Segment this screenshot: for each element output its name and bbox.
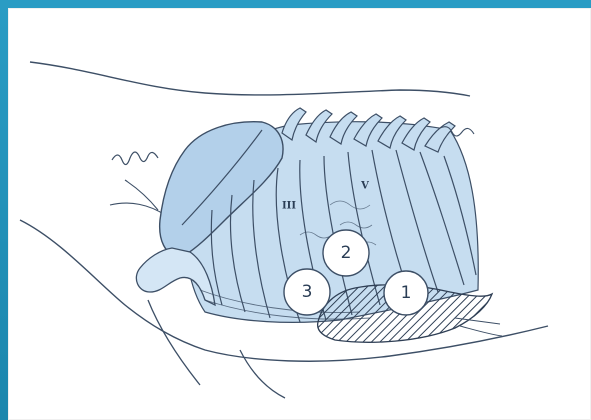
rib-label-iii: III (282, 201, 296, 212)
neck-fold (110, 180, 165, 215)
body-outline-back (30, 62, 470, 96)
marker-3-label: 3 (302, 282, 313, 302)
illustration-panel: III V 1 2 3 (8, 8, 591, 420)
marker-1: 1 (384, 271, 428, 315)
thorax-illustration: III V 1 2 3 (8, 8, 591, 420)
marker-3: 3 (284, 269, 330, 315)
marker-2-label: 2 (341, 243, 352, 263)
vessel-scribble-left (112, 152, 158, 165)
rib-label-v: V (360, 181, 369, 192)
marker-2: 2 (323, 230, 369, 276)
marker-1-label: 1 (401, 283, 412, 303)
